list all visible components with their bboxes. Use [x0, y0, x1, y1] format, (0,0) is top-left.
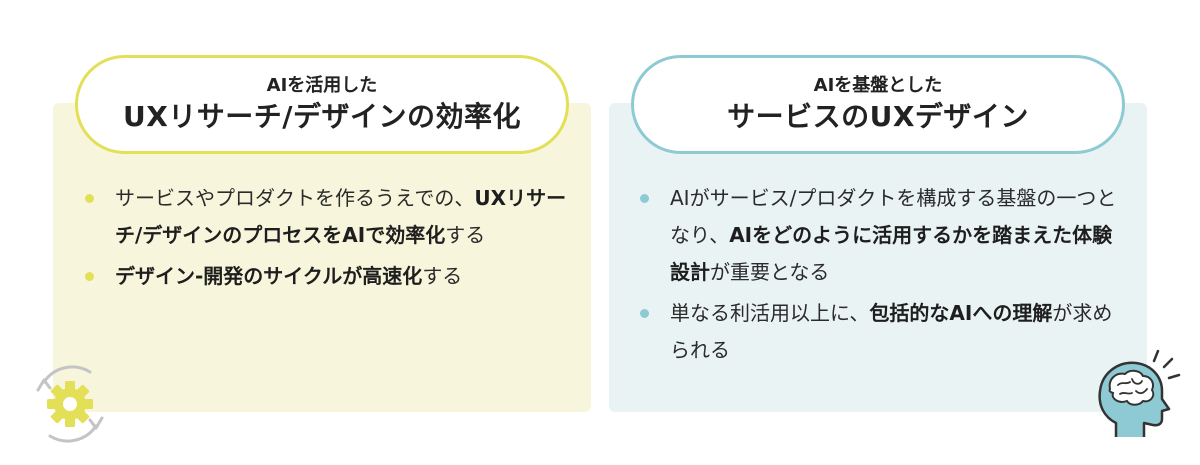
bullet-text: AIがサービス/プロダクトを構成する基盤の一つとなり、	[670, 186, 1117, 247]
right-card-header: AIを基盤とした サービスのUXデザイン	[631, 55, 1125, 154]
right-card-title: サービスのUXデザイン	[727, 99, 1029, 133]
list-item: サービスやプロダクトを作るうえでの、UXリサーチ/デザインのプロセスをAIで効率…	[85, 180, 575, 254]
left-card-title: UXリサーチ/デザインの効率化	[122, 99, 522, 133]
right-card-subtitle: AIを基盤とした	[813, 74, 943, 96]
bullet-dot	[85, 194, 94, 203]
left-card-header: AIを活用した UXリサーチ/デザインの効率化	[75, 55, 569, 154]
brain-head-icon	[1098, 349, 1181, 437]
right-card-bullet-list: AIがサービス/プロダクトを構成する基盤の一つとなり、AIをどのように活用するか…	[640, 180, 1130, 373]
bullet-emphasis: UXリサーチ/デザインのプロセスをAIで効率化	[115, 186, 567, 247]
bullet-text: する	[445, 223, 486, 247]
right-card-panel	[609, 103, 1147, 412]
left-card-panel	[53, 103, 591, 412]
left-card-subtitle: AIを活用した	[266, 74, 378, 96]
bullet-emphasis: デザイン-開発のサイクルが高速化	[115, 264, 423, 288]
bullet-text: が求められる	[670, 301, 1113, 362]
bullet-text: サービスやプロダクトを作るうえでの、	[115, 186, 475, 210]
bullet-text: 単なる利活用以上に、	[670, 301, 870, 325]
bullet-text: する	[422, 264, 463, 288]
left-card-bullet-list: サービスやプロダクトを作るうえでの、UXリサーチ/デザインのプロセスをAIで効率…	[85, 180, 575, 299]
bullet-emphasis: 包括的なAIへの理解	[869, 301, 1053, 325]
list-item: デザイン-開発のサイクルが高速化する	[85, 258, 575, 295]
bullet-dot	[85, 272, 94, 281]
list-item: 単なる利活用以上に、包括的なAIへの理解が求められる	[640, 295, 1130, 369]
bullet-dot	[640, 194, 649, 203]
bullet-dot	[640, 309, 649, 318]
gear-cycle-icon	[36, 365, 104, 443]
bullet-text: が重要となる	[710, 260, 830, 284]
bullet-emphasis: AIをどのように活用するかを踏まえた体験設計	[670, 223, 1113, 284]
list-item: AIがサービス/プロダクトを構成する基盤の一つとなり、AIをどのように活用するか…	[640, 180, 1130, 291]
